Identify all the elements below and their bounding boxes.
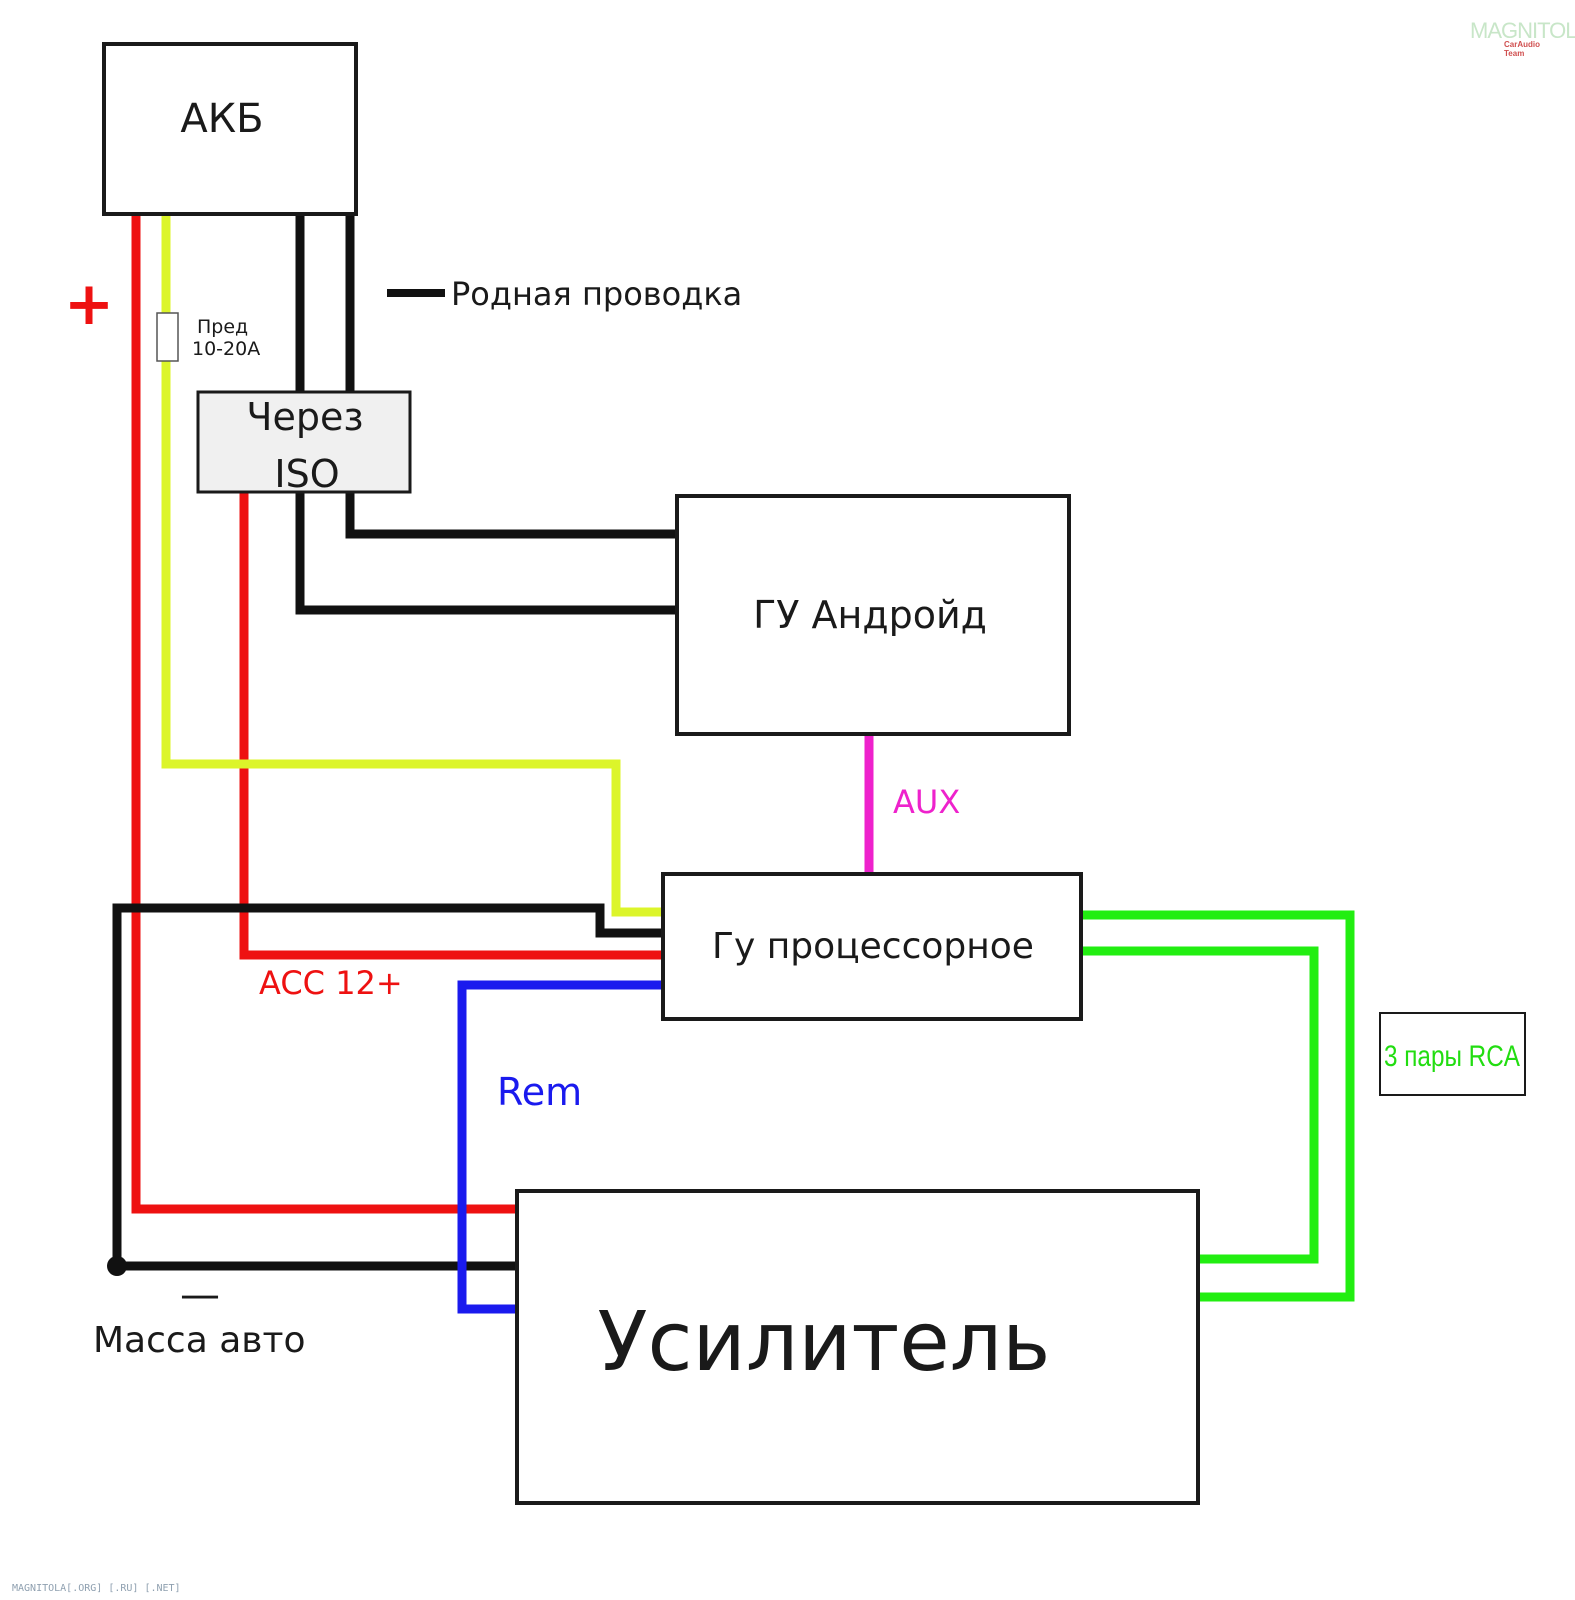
rca-label: 3 пары RCA [1384,1040,1520,1073]
amplifier-label: Усилитель [597,1295,1050,1390]
watermark-logo: MAGNITOLA CarAudio Team [1470,18,1575,58]
processor-hu-box [661,872,1083,1021]
battery-label: АКБ [180,96,263,142]
minus-label: — [180,1272,220,1318]
battery-box [102,42,358,216]
iso-box [196,390,412,494]
rem-wire [457,980,663,1314]
yellow-wire [161,210,663,917]
power-wire-main [131,210,515,1214]
rca-box [1379,1012,1526,1096]
iso-android-wire-2 [295,487,677,615]
acc-label: ACC 12+ [259,964,403,1002]
rca-wire-inner [1081,946,1319,1264]
rem-label: Rem [497,1070,582,1114]
iso-label-line2: ISO [274,452,339,496]
plus-label: + [64,269,114,339]
watermark-sub: CarAudio Team [1504,40,1540,58]
iso-android-wire-1 [345,487,677,539]
ground-wire-hu [112,903,663,1266]
android-hu-box [675,494,1071,736]
acc-wire [239,487,663,960]
watermark-brand: MAGNITOLA [1470,18,1575,43]
fuse-label-line1: Пред [197,316,248,338]
fuse-label-line2: 10-20А [192,338,260,360]
processor-hu-label: Гу процессорное [712,926,1034,967]
ground-point [107,1256,127,1276]
rca-wire-outer [1081,910,1355,1302]
android-hu-label: ГУ Андройд [753,593,987,637]
factory-wiring-label: Родная проводка [451,275,742,313]
fuse-icon [156,312,179,362]
iso-label-line1: Через [246,395,363,439]
amplifier-box [515,1189,1200,1505]
ground-label: Масса авто [93,1320,305,1361]
footer-text: MAGNITOLA[.ORG] [.RU] [.NET] [12,1583,181,1594]
aux-label: AUX [893,783,960,821]
